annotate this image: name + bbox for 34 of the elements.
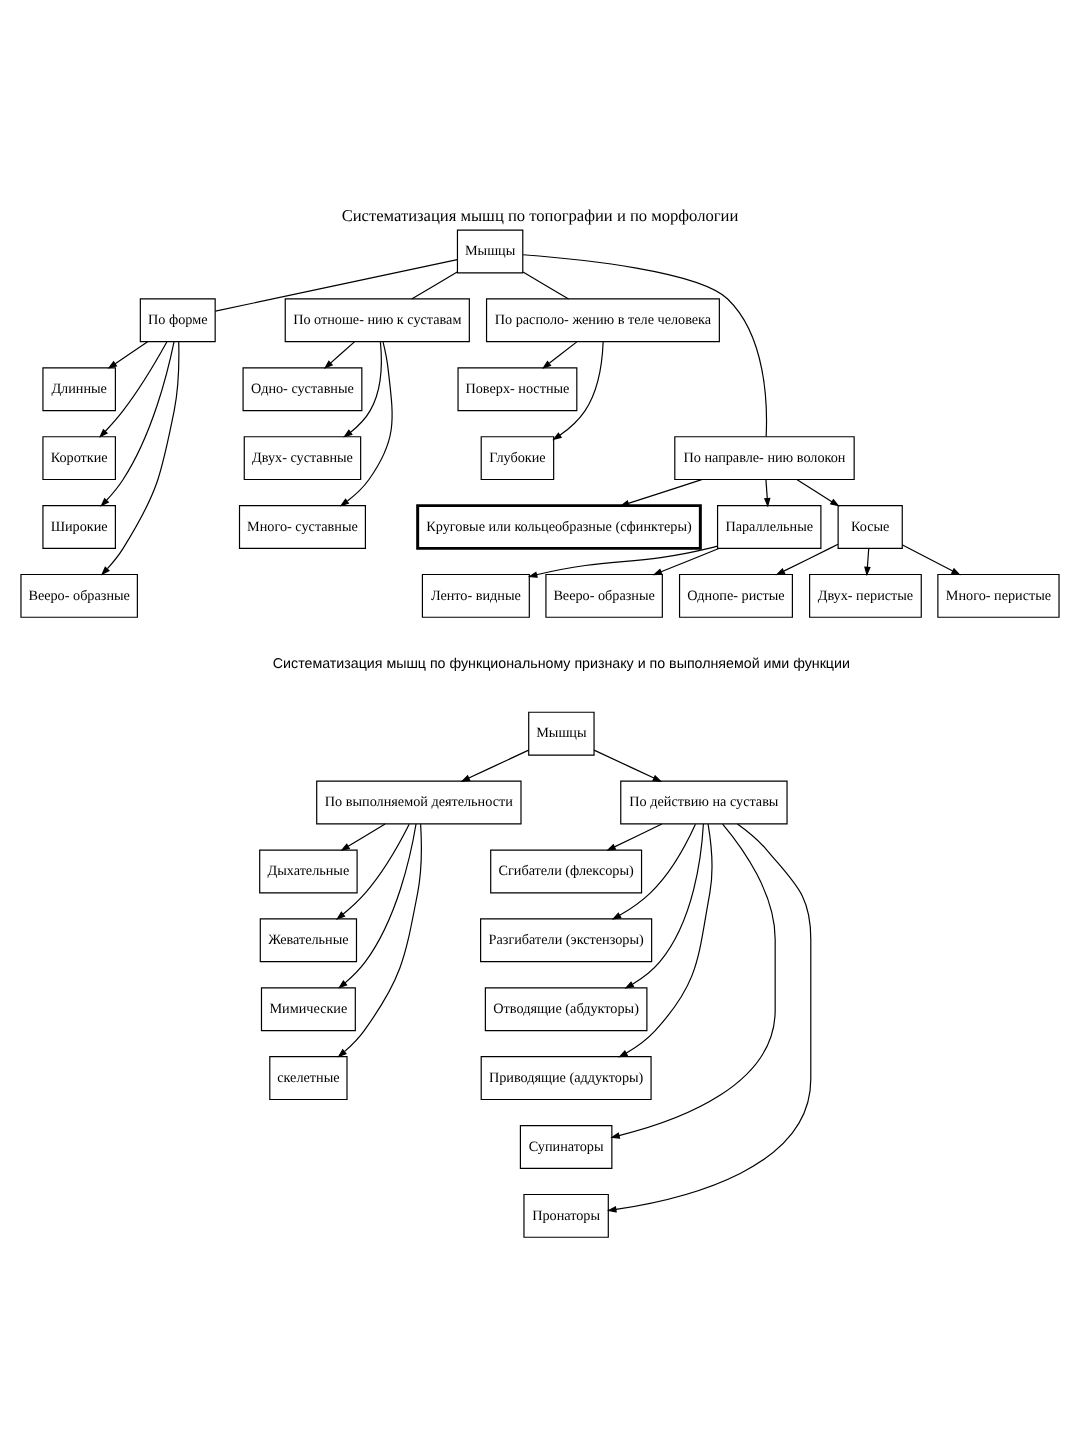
arrow [99, 341, 168, 438]
arrow [100, 341, 180, 576]
arrow [338, 823, 417, 989]
arrow [624, 823, 704, 989]
arrow [775, 543, 839, 576]
arrow [527, 545, 719, 578]
arrow [652, 547, 720, 576]
arrow [901, 544, 961, 576]
connector [214, 259, 458, 312]
arrow [100, 341, 175, 507]
arrow [339, 341, 393, 507]
arrow [107, 341, 149, 369]
connector [411, 271, 458, 300]
arrow [796, 479, 840, 507]
connector [522, 271, 570, 300]
arrow [619, 479, 703, 507]
arrow [610, 823, 776, 1139]
arrow [606, 823, 812, 1213]
arrow [541, 341, 578, 369]
arrow [335, 823, 410, 920]
arrow [593, 749, 663, 782]
arrow [340, 823, 386, 851]
arrow [460, 749, 530, 782]
arrow [763, 479, 771, 508]
arrow [618, 823, 713, 1058]
arrow [323, 341, 356, 370]
arrow [552, 341, 604, 441]
diagram-title: Систематизация мышц по топографии и по морфологии [341, 206, 739, 225]
arrow [343, 341, 382, 438]
connector [522, 254, 768, 438]
arrow [611, 823, 696, 920]
arrow [864, 547, 871, 577]
arrow [337, 823, 422, 1058]
arrow [606, 823, 663, 851]
